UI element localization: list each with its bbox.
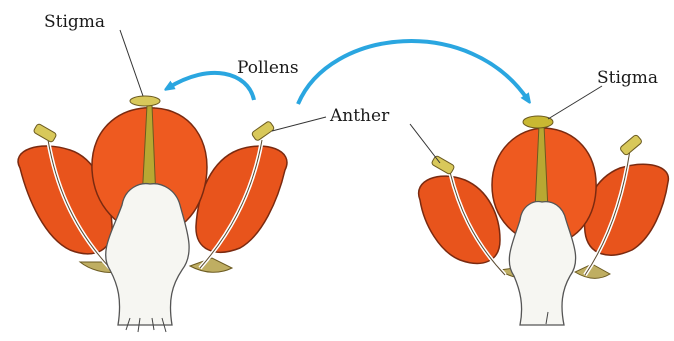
- right-flower: [419, 116, 669, 325]
- right-flower-stigma: [523, 116, 553, 128]
- stigma-left-leader: [120, 30, 143, 96]
- label-stigma-left: Stigma: [44, 12, 105, 32]
- left-flower-petal: [196, 146, 287, 252]
- left-flower-sepal: [190, 258, 232, 272]
- anther-leader-right: [410, 124, 440, 163]
- stigma-right-leader: [548, 86, 602, 119]
- label-pollens: Pollens: [237, 58, 299, 78]
- right-flower-anther: [431, 155, 455, 175]
- left-flower-stigma: [130, 96, 160, 106]
- anther-leader: [272, 117, 326, 131]
- left-flower-anther: [251, 121, 275, 142]
- right-flower-petal: [419, 176, 500, 263]
- label-anther: Anther: [329, 106, 390, 126]
- label-stigma-right: Stigma: [597, 68, 658, 88]
- left-flower-anther: [33, 123, 57, 143]
- cross-pollination-arrow: [298, 41, 528, 104]
- left-flower: [18, 96, 287, 332]
